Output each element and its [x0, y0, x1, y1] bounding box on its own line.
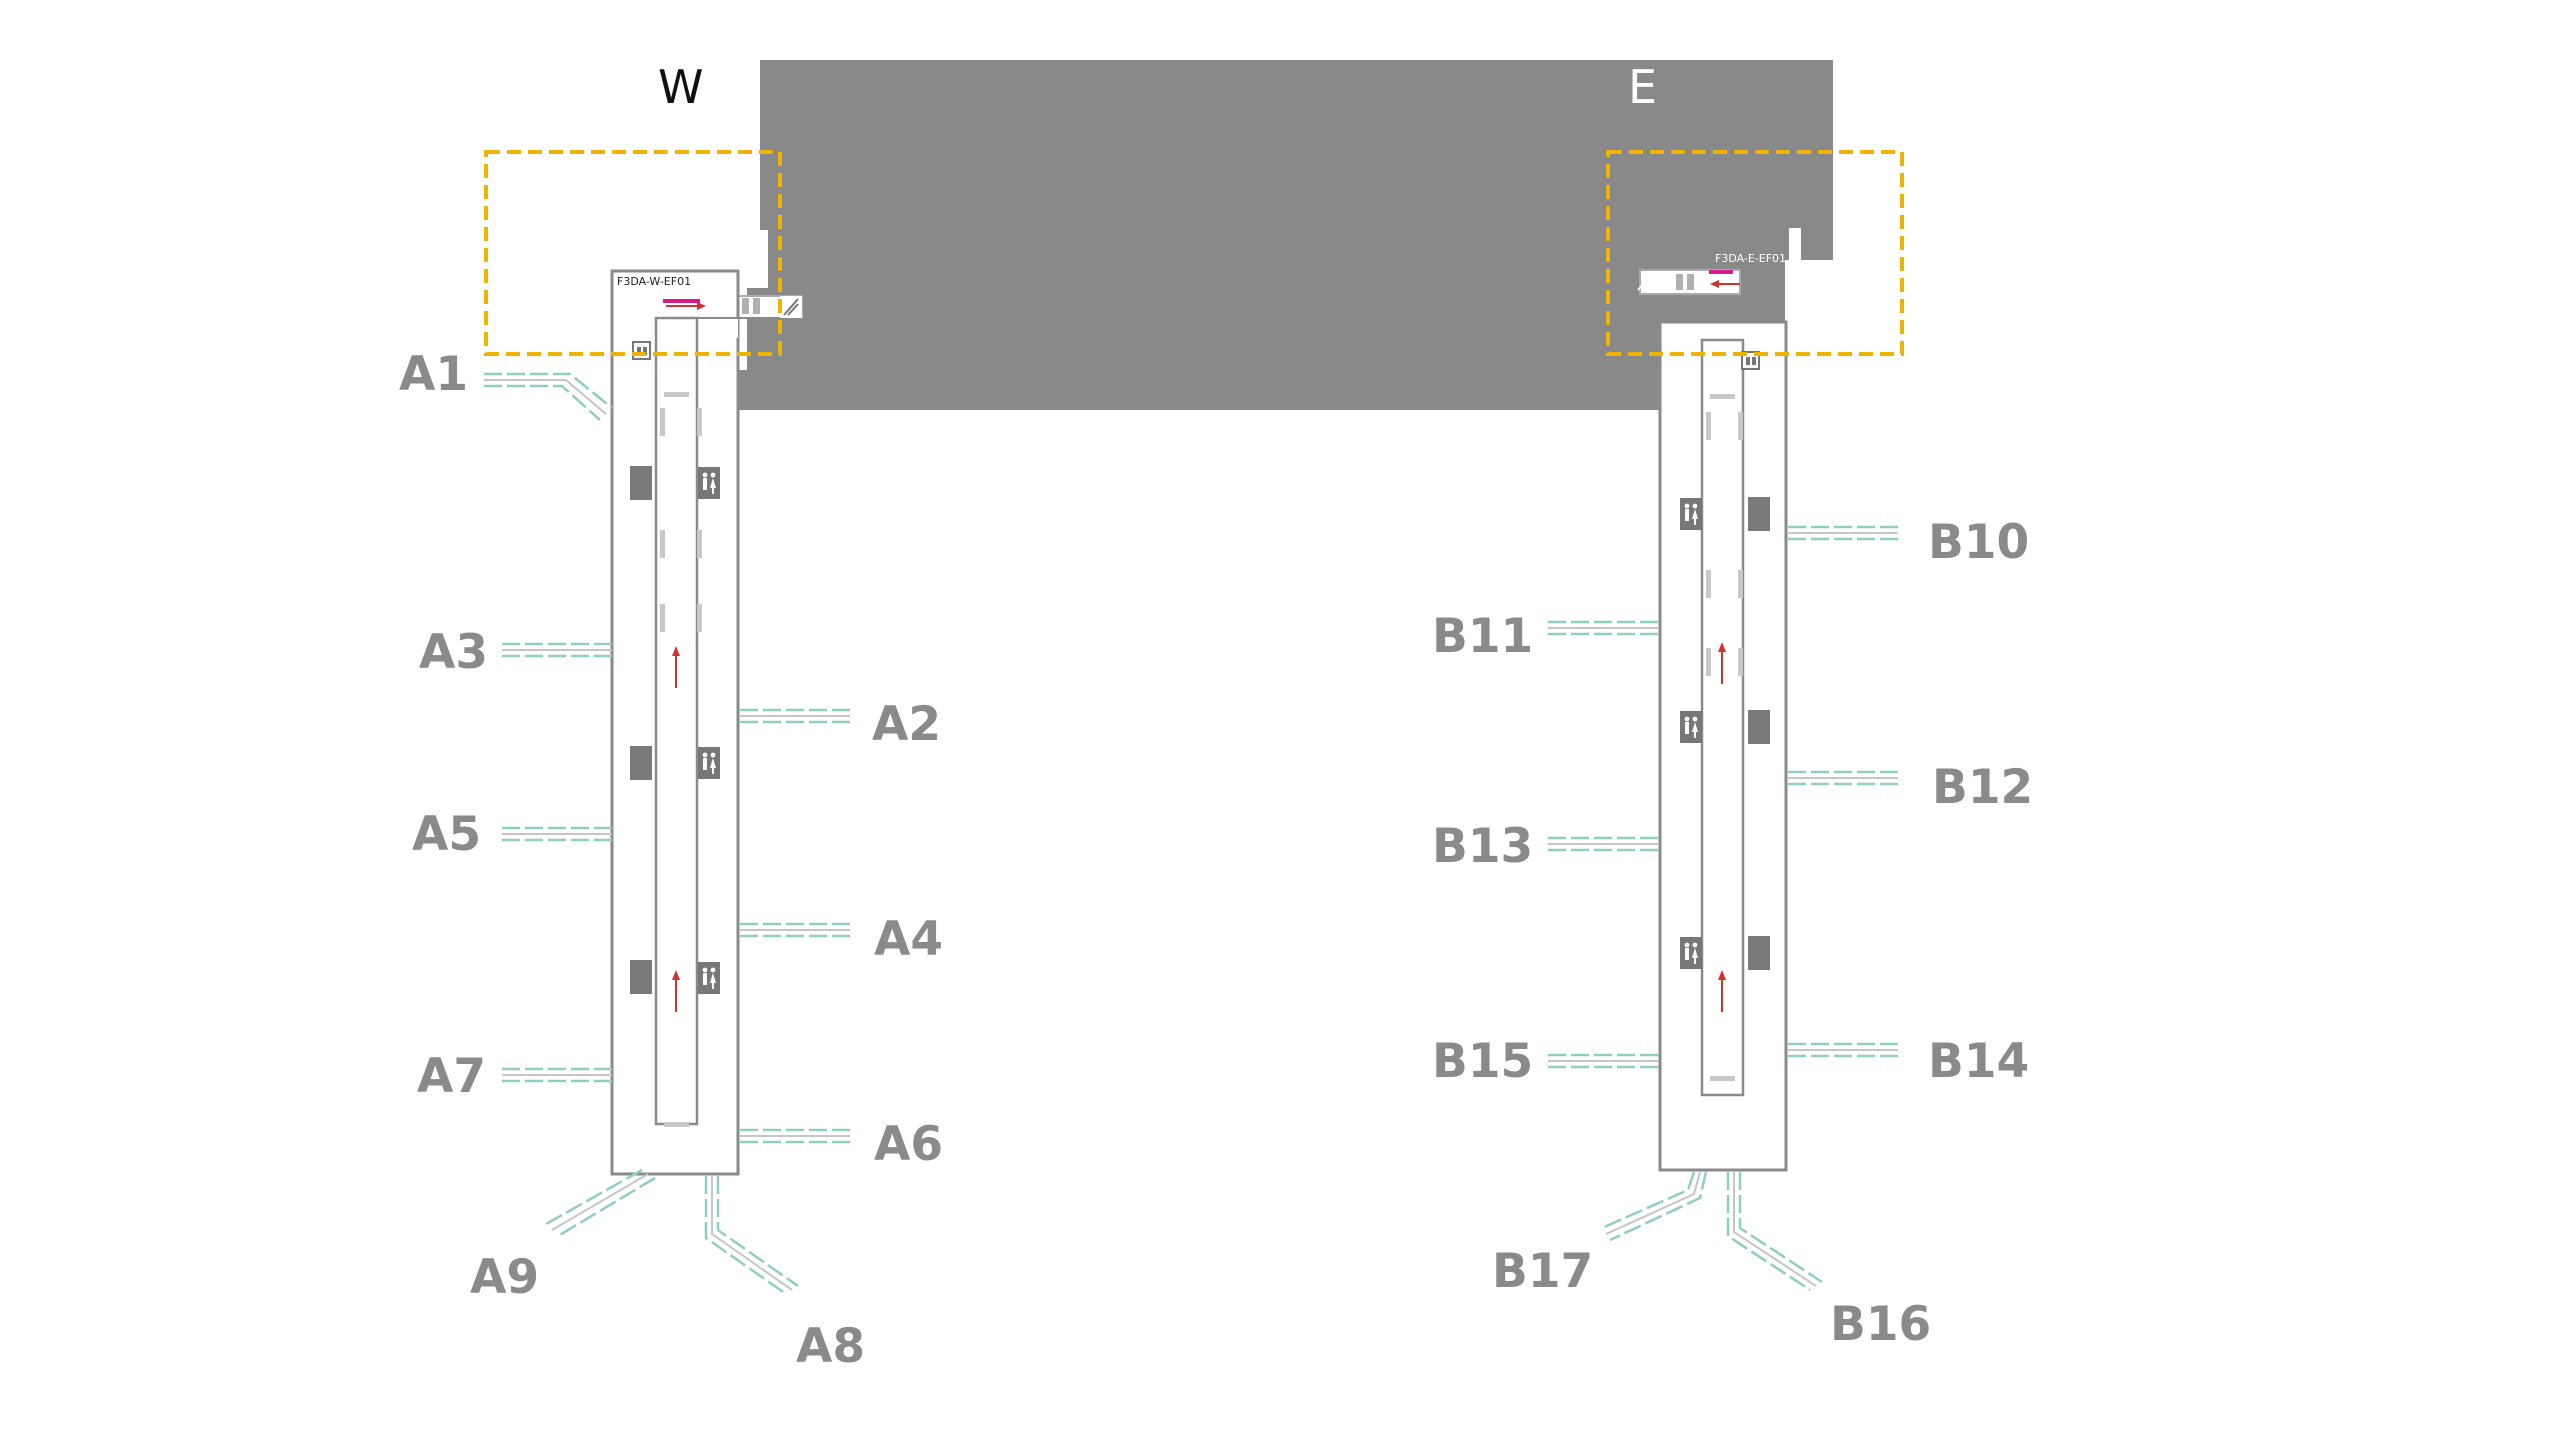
jet-bridge-icon: [738, 1128, 852, 1144]
west-pier-seating: [660, 392, 702, 1127]
restroom-icon: [1680, 711, 1702, 743]
direction-arrow-icon: [1718, 642, 1726, 684]
gate-label-b15[interactable]: B15: [1432, 1034, 1533, 1089]
jet-bridge-icon: [500, 642, 614, 658]
gate-label-b13[interactable]: B13: [1432, 819, 1533, 874]
gate-label-b11[interactable]: B11: [1432, 609, 1533, 664]
jet-bridge-icon: [738, 922, 852, 938]
east-pier: [1658, 320, 1788, 1172]
gate-label-a7[interactable]: A7: [417, 1049, 486, 1104]
elevator-icon: [1741, 351, 1760, 370]
gate-label-b16[interactable]: B16: [1830, 1297, 1931, 1352]
jet-bridge-icon: [1546, 836, 1660, 852]
jet-bridge-icon: [545, 1168, 656, 1238]
compass-east-label: E: [1628, 60, 1657, 114]
east-pier-gap: [1662, 324, 1700, 346]
west-connector-features: [663, 296, 802, 318]
restroom-icon: [1680, 498, 1702, 530]
gate-label-b17[interactable]: B17: [1492, 1244, 1593, 1299]
elevator-icon: [632, 341, 651, 360]
jet-bridge-icon: [1546, 620, 1660, 636]
compass-west-label: W: [658, 60, 703, 114]
jet-bridge-icon: [1726, 1172, 1823, 1292]
east-connector-features: [1637, 270, 1740, 291]
gate-label-a1[interactable]: A1: [399, 347, 468, 402]
west-pier-service-rooms: [630, 466, 652, 994]
gate-label-b12[interactable]: B12: [1932, 760, 2033, 815]
gate-label-b10[interactable]: B10: [1928, 515, 2029, 570]
location-marker: [1709, 270, 1733, 274]
jet-bridge-icon: [1786, 525, 1900, 541]
east-location-code: F3DA-E-EF01: [1715, 252, 1786, 265]
location-marker: [663, 299, 700, 303]
east-pier-seating: [1706, 394, 1743, 1081]
jet-bridge-icon: [1786, 1042, 1900, 1058]
restroom-icon: [698, 747, 720, 779]
jet-bridge-icon: [484, 372, 613, 421]
direction-arrow-icon: [672, 646, 680, 688]
west-pier-inner-fill: [702, 318, 738, 338]
east-pier-service-rooms: [1748, 497, 1770, 970]
main-terminal-building: [738, 60, 1833, 410]
restroom-icon: [698, 467, 720, 499]
gate-label-a8[interactable]: A8: [796, 1319, 865, 1374]
jet-bridge-icon: [1546, 1053, 1660, 1069]
east-pier-inner-corridor: [1700, 338, 1745, 1097]
jet-bridge-icon: [738, 708, 852, 724]
west-highlight-box: [484, 150, 782, 356]
gate-label-a9[interactable]: A9: [470, 1250, 539, 1305]
jet-bridge-icon: [1786, 770, 1900, 786]
gate-label-a4[interactable]: A4: [874, 912, 943, 967]
west-location-code: F3DA-W-EF01: [617, 275, 691, 288]
jet-bridge-icon: [500, 1067, 614, 1083]
west-pier: [610, 269, 740, 1176]
direction-arrow-icon: [672, 970, 680, 1012]
restroom-icon: [698, 962, 720, 994]
gate-label-a5[interactable]: A5: [412, 807, 481, 862]
gate-label-a6[interactable]: A6: [874, 1117, 943, 1172]
direction-arrow-icon: [1718, 970, 1726, 1012]
jet-bridge-icon: [704, 1176, 799, 1296]
gate-label-a2[interactable]: A2: [872, 697, 941, 752]
east-highlight-box: [1606, 150, 1904, 356]
jet-bridge-icon: [1601, 1171, 1708, 1242]
restroom-icon: [1680, 937, 1702, 969]
gate-label-b14[interactable]: B14: [1928, 1034, 2029, 1089]
gate-label-a3[interactable]: A3: [419, 625, 488, 680]
jet-bridge-icon: [500, 826, 614, 842]
